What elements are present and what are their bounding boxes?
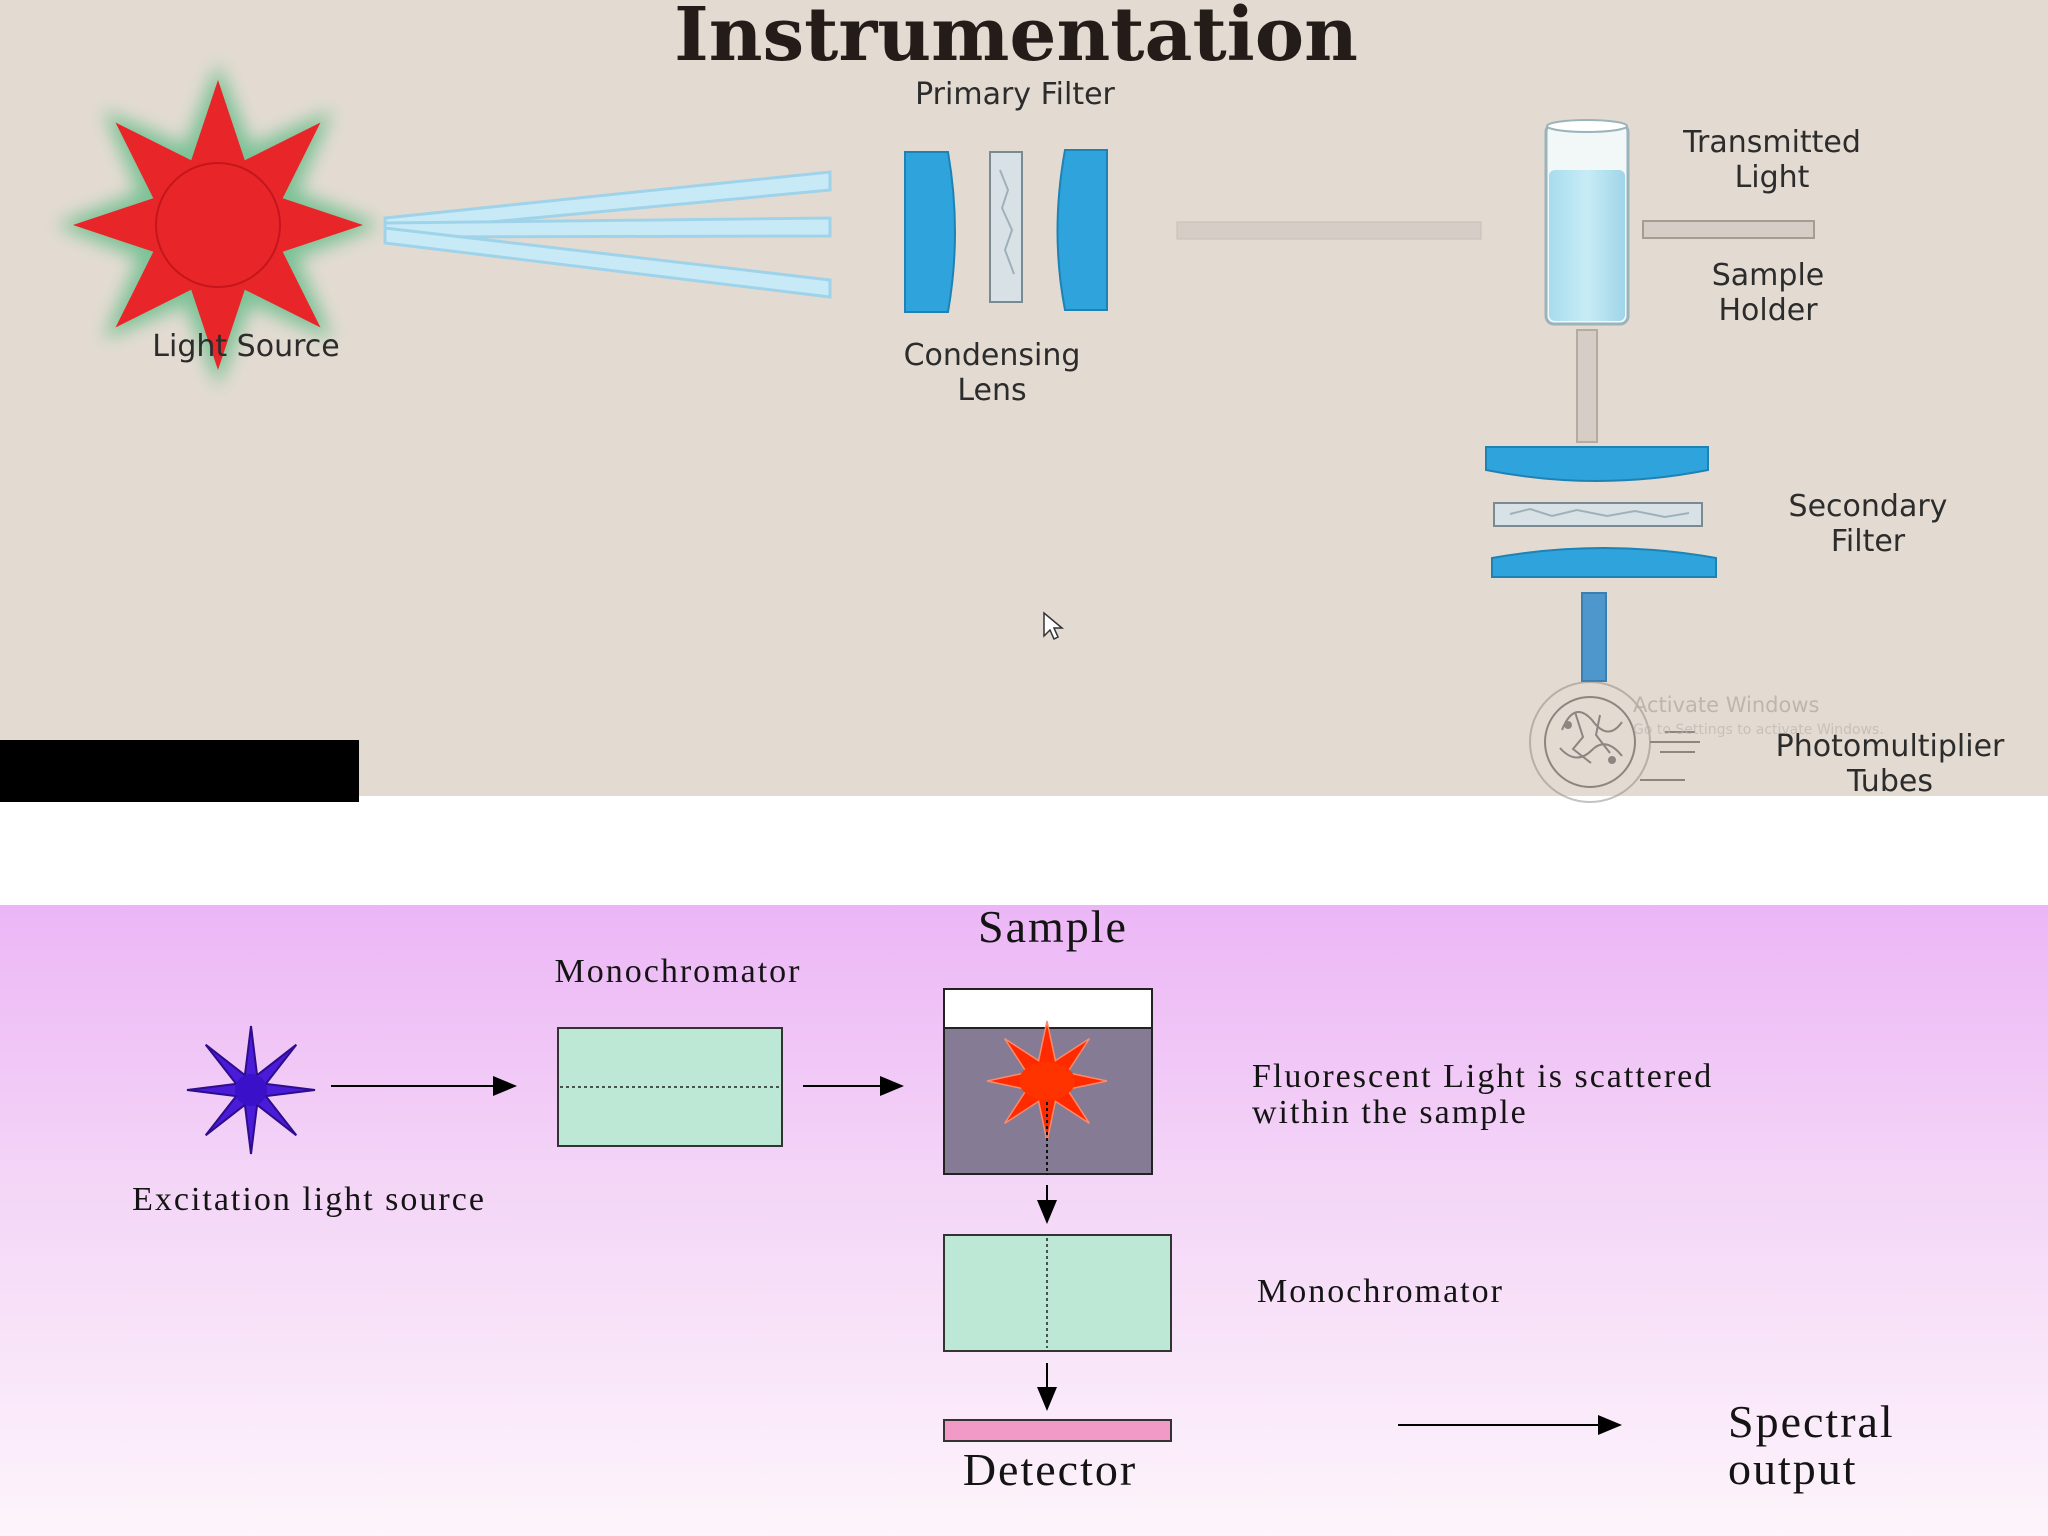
- excitation-light-source-star-icon: [186, 1025, 316, 1155]
- condensing-lens-assembly: [904, 149, 1108, 313]
- light-source-label: Light Source: [152, 329, 339, 364]
- lens-left: [904, 151, 956, 313]
- secondary-filter-label-line1: Secondary: [1789, 489, 1948, 524]
- light-source-sun-icon: [56, 63, 380, 387]
- detector-label: Detector: [963, 1444, 1137, 1495]
- lens-right: [1056, 149, 1108, 311]
- photomultiplier-tube-icon: [1529, 681, 1700, 803]
- secondary-filter-assembly: [1485, 446, 1717, 578]
- diagram-title: Instrumentation: [674, 0, 1358, 78]
- condensing-lens-label-line2: Lens: [957, 373, 1026, 408]
- transmitted-light-label-line2: Light: [1735, 160, 1810, 195]
- excitation-source-label: Excitation light source: [132, 1181, 486, 1218]
- fluorescent-label-line1: Fluorescent Light is scattered: [1252, 1058, 1713, 1095]
- sample-holder-label-line2: Holder: [1718, 293, 1818, 328]
- activate-windows-watermark-line1: Activate Windows: [1633, 693, 1819, 717]
- monochromator-2-box: [943, 1234, 1172, 1352]
- instrumentation-panel: [0, 0, 2048, 796]
- emitted-beam: [1576, 329, 1598, 443]
- sample-title: Sample: [978, 901, 1128, 952]
- mouse-cursor-icon: [1043, 611, 1065, 641]
- monochromator-top-label: Monochromator: [555, 953, 802, 990]
- primary-filter-label: Primary Filter: [915, 77, 1115, 112]
- sample-holder-cuvette: [1544, 119, 1630, 326]
- spectral-output-label-line2: output: [1728, 1443, 1858, 1494]
- condensed-beam: [1176, 221, 1482, 240]
- fluorescent-emission-star-icon: [986, 1020, 1108, 1142]
- sample-cell: [943, 988, 1153, 1175]
- transmitted-light-label-line1: Transmitted: [1682, 125, 1861, 160]
- condensing-lens-label-line1: Condensing: [904, 338, 1081, 373]
- photomultiplier-label-line2: Tubes: [1846, 764, 1933, 799]
- detector-bar: [943, 1419, 1172, 1442]
- redaction-bar: [0, 740, 359, 802]
- secondary-filter-label-line2: Filter: [1831, 524, 1906, 559]
- activate-windows-watermark-line2: Go to Settings to activate Windows.: [1633, 722, 1884, 738]
- spectral-output-label-line1: Spectral: [1728, 1396, 1895, 1447]
- light-beams: [383, 170, 832, 299]
- sample-holder-label-line1: Sample: [1712, 258, 1825, 293]
- monochromator-right-label: Monochromator: [1257, 1273, 1504, 1310]
- fluorescent-label-line2: within the sample: [1252, 1094, 1528, 1131]
- filtered-beam: [1581, 592, 1607, 682]
- photomultiplier-label-line1: Photomultiplier: [1776, 729, 2005, 764]
- transmitted-light-beam: [1642, 220, 1815, 239]
- primary-filter-glass: [989, 151, 1023, 303]
